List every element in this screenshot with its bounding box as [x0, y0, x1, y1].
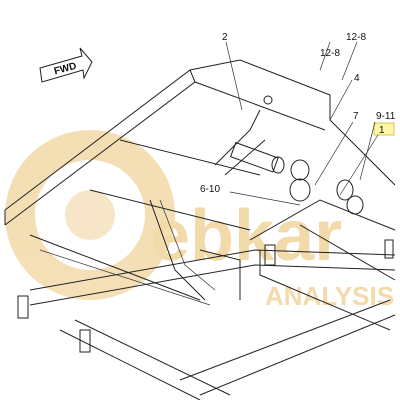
callout-highlight	[373, 122, 395, 136]
callout-6-10: 6-10	[200, 184, 220, 195]
pin-assembly	[230, 95, 364, 215]
mount-feet	[17, 239, 394, 353]
watermark-gear-icon	[5, 130, 175, 300]
callout-12-8: 12-8	[346, 32, 366, 43]
callout-12-8-secondary: 12-8	[320, 48, 340, 59]
callout-4: 4	[354, 73, 360, 84]
callout-1: 1	[379, 125, 385, 136]
callout-labels: 2 12-8 12-8 4 7 9-11 1 6-10	[200, 32, 396, 195]
watermark: ebkar ANALYSIS	[5, 130, 394, 311]
fwd-arrow-icon: FWD	[39, 47, 93, 83]
main-frame	[4, 59, 396, 400]
callout-7: 7	[353, 111, 359, 122]
watermark-gear-hub	[65, 190, 115, 240]
callout-9-11: 9-11	[376, 111, 396, 122]
callout-2: 2	[222, 32, 228, 43]
leader-lines	[225, 41, 379, 206]
